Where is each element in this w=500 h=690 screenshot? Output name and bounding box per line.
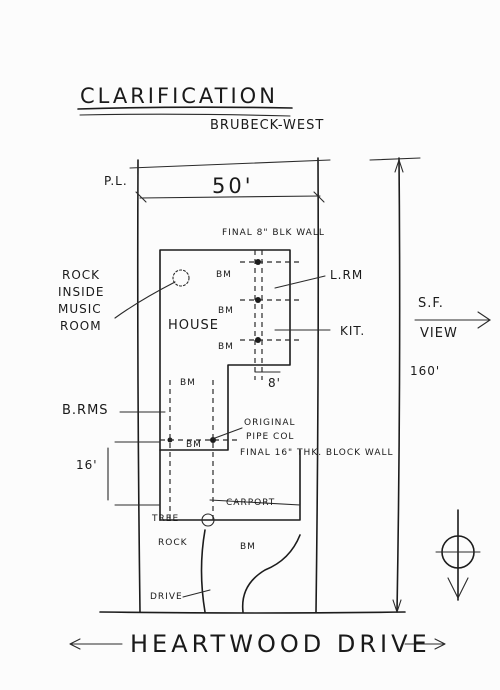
final-8-wall-label: FINAL 8" BLK WALL — [222, 228, 325, 238]
bm-dot-3 — [255, 337, 261, 343]
street-name: HEARTWOOD DRIVE — [130, 630, 431, 658]
bm-dot-1 — [255, 259, 261, 265]
rock-inside-line4: ROOM — [60, 319, 102, 333]
title-underline-2 — [79, 113, 291, 117]
bm-label-4: BM — [180, 378, 196, 388]
street-arrow-left — [69, 638, 123, 650]
pipe-col-dot — [210, 437, 216, 443]
leader-original — [214, 427, 243, 439]
bm-label-2: BM — [218, 306, 234, 316]
rock-symbol — [172, 269, 190, 287]
bedrooms-label: B.RMS — [62, 403, 109, 418]
width-dim-line — [139, 195, 321, 199]
bm-label-3: BM — [218, 342, 234, 352]
north-arrow-head — [447, 577, 469, 600]
rock-inside-line2: INSIDE — [58, 285, 105, 299]
tree-label: TREE — [152, 514, 180, 524]
drawing-title: CLARIFICATION — [80, 84, 278, 108]
pl-label: P.L. — [104, 174, 128, 188]
driveway-right — [241, 534, 301, 613]
bm-label-5: BM — [186, 440, 202, 450]
top-line — [129, 159, 331, 169]
top-line-right — [369, 157, 421, 161]
property-line-right — [396, 157, 401, 613]
property-line-left — [136, 159, 141, 613]
original-label-2: PIPE COL — [246, 432, 295, 442]
eight-foot-label: 8' — [268, 376, 281, 390]
carport-label: CARPORT — [226, 498, 276, 508]
final-16-wall-label: FINAL 16" THK. BLOCK WALL — [240, 448, 394, 458]
drawing-subtitle: BRUBECK-WEST — [210, 118, 325, 133]
carport-outline — [159, 449, 301, 521]
depth-arrow-top — [394, 159, 404, 173]
street-arrow-right — [404, 638, 446, 650]
leader-drive — [182, 589, 211, 598]
rock-inside-line3: MUSIC — [58, 302, 102, 316]
kitchen-label: KIT. — [340, 324, 366, 338]
leader-rock — [114, 281, 176, 319]
original-label-1: ORIGINAL — [244, 418, 296, 428]
view-arrowhead — [477, 311, 491, 329]
depth-arrow-bottom — [392, 599, 402, 613]
tree-symbol — [201, 513, 215, 527]
depth-dimension: 160' — [410, 364, 441, 378]
rock-inside-line1: ROCK — [62, 268, 101, 282]
carport-line — [209, 499, 301, 521]
rock-label: ROCK — [158, 538, 188, 548]
property-line-right-inner — [315, 157, 320, 613]
sf-label: S.F. — [418, 296, 444, 311]
sixteen-foot-label: 16' — [76, 458, 98, 472]
street-line — [99, 611, 406, 614]
title-underline — [77, 106, 293, 110]
driveway-left — [200, 529, 206, 613]
leader-lrm — [274, 275, 326, 289]
view-label: VIEW — [420, 326, 458, 341]
drive-label: DRIVE — [150, 592, 183, 602]
living-room-label: L.RM — [330, 268, 364, 282]
bm-dot-2 — [255, 297, 261, 303]
dim-tick-right — [313, 191, 325, 203]
house-label: HOUSE — [168, 318, 219, 333]
bm-label-1: BM — [216, 270, 232, 280]
width-dimension: 50' — [212, 174, 254, 198]
bm-carport-label: BM — [240, 542, 256, 552]
